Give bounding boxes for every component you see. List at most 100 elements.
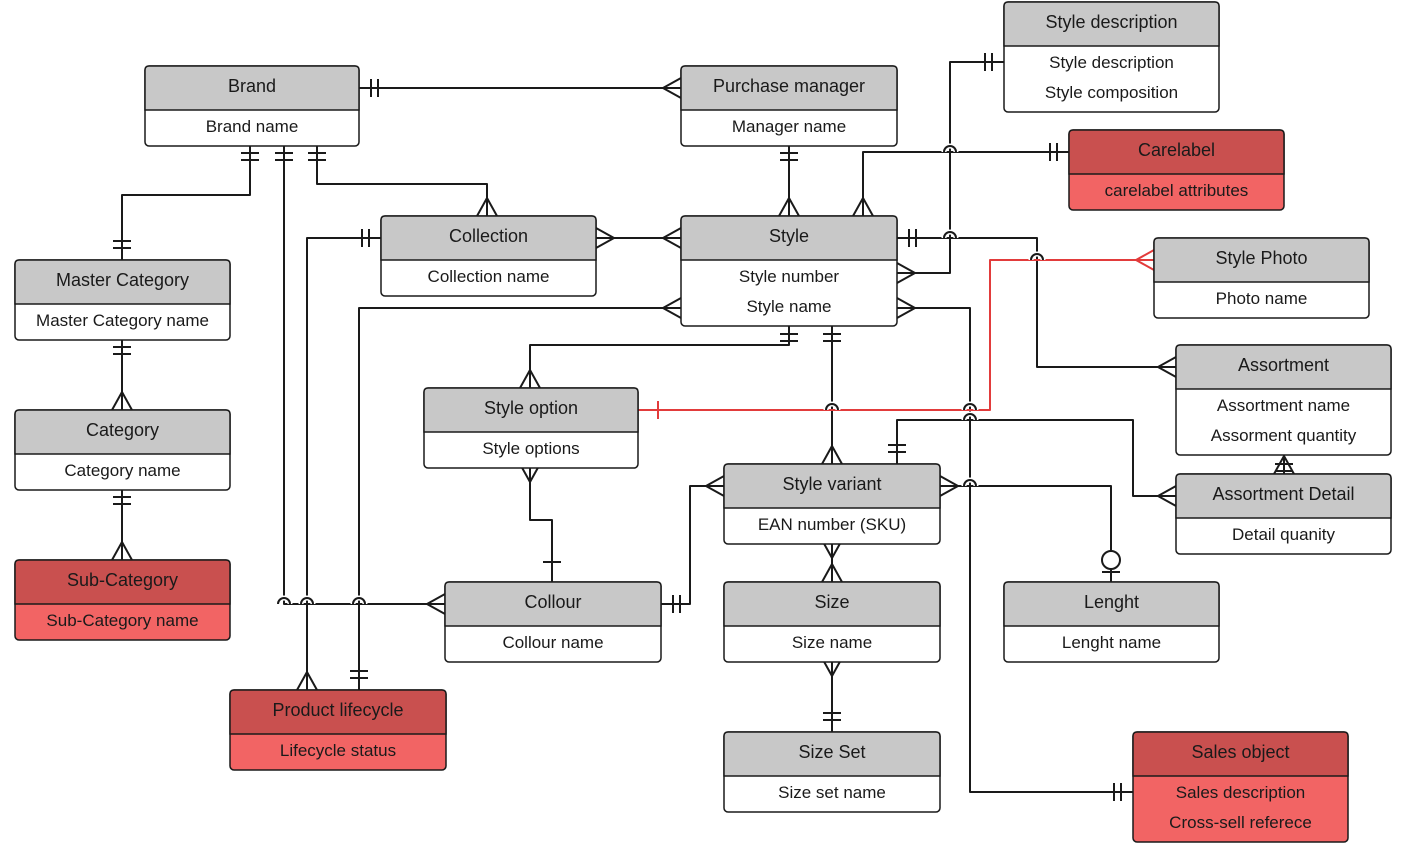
entity-title: Category (86, 420, 159, 440)
line-hop (300, 597, 314, 605)
entity-title: Style option (484, 398, 578, 418)
entity-title: Master Category (56, 270, 189, 290)
rel-style-option-style-photo (638, 259, 1154, 411)
entity-header (1068, 129, 1285, 175)
rel-brand-collection (316, 141, 488, 216)
many-marker (821, 445, 843, 465)
line-hop (963, 479, 977, 487)
entity-header (680, 65, 898, 111)
entity-header (14, 559, 231, 605)
line-hop (943, 231, 957, 239)
entity-title: Product lifecycle (272, 700, 403, 720)
many-marker (896, 297, 916, 319)
many-marker (476, 197, 498, 217)
rel-style-style-description (897, 61, 1004, 274)
rel-style-variant-assortment-detail (896, 419, 1176, 497)
entity-title: Size Set (798, 742, 865, 762)
zero-marker (1101, 550, 1121, 570)
entity-header (14, 409, 231, 455)
entity-header (680, 215, 898, 261)
many-marker (662, 297, 682, 319)
entity-title: Style description (1045, 12, 1177, 32)
entity-attribute: Lenght name (1062, 633, 1161, 652)
line-hop (943, 145, 957, 153)
entity-title: Style (769, 226, 809, 246)
rel-style-option-collour (529, 464, 553, 582)
entity-header (380, 215, 597, 261)
entity-header (144, 65, 360, 111)
entity-title: Assortment Detail (1212, 484, 1354, 504)
entity-attribute: Style description (1049, 53, 1174, 72)
entity-attribute: Detail quanity (1232, 525, 1336, 544)
entity-attribute: Cross-sell referece (1169, 813, 1312, 832)
entity-attribute: Manager name (732, 117, 846, 136)
entity-header (723, 463, 941, 509)
entity-header (1175, 344, 1392, 390)
entity-title: Sales object (1191, 742, 1289, 762)
entity-attribute: EAN number (SKU) (758, 515, 906, 534)
entity-header (1003, 1, 1220, 47)
entity-header (723, 581, 941, 627)
entity-header (229, 689, 447, 735)
entity-title: Style Photo (1215, 248, 1307, 268)
line-hop (963, 413, 977, 421)
many-marker (939, 475, 959, 497)
many-marker (595, 227, 615, 249)
many-marker (111, 391, 133, 411)
entity-attribute: Category name (64, 461, 180, 480)
rel-style-sales-object (897, 307, 1133, 793)
line-hop (352, 597, 366, 605)
many-marker (519, 369, 541, 389)
many-marker (821, 563, 843, 583)
entity-title: Style variant (782, 474, 881, 494)
many-marker (1157, 356, 1177, 378)
entity-title: Collection (449, 226, 528, 246)
entity-attribute: Size name (792, 633, 872, 652)
entity-header (1175, 473, 1392, 519)
rel-style-style-option (529, 322, 790, 388)
line-hop (825, 403, 839, 411)
entity-attribute: Photo name (1216, 289, 1308, 308)
many-marker (111, 541, 133, 561)
rel-collection-product-lifecycle (306, 237, 381, 690)
entity-attribute: Style name (746, 297, 831, 316)
entity-attribute: carelabel attributes (1105, 181, 1249, 200)
entity-header (1003, 581, 1220, 627)
rel-brand-master-category (121, 141, 251, 260)
rel-style-carelabel (862, 151, 1069, 216)
many-marker (1157, 485, 1177, 507)
line-hop (277, 597, 291, 605)
entity-title: Sub-Category (67, 570, 178, 590)
entity-header (444, 581, 662, 627)
many-marker (662, 227, 682, 249)
rel-style-variant-collour (661, 485, 724, 605)
rel-style-product-lifecycle (358, 307, 681, 690)
many-marker (852, 197, 874, 217)
many-marker (296, 671, 318, 691)
entity-header (723, 731, 941, 777)
entity-attribute: Master Category name (36, 311, 209, 330)
entity-header (1153, 237, 1370, 283)
entity-title: Purchase manager (713, 76, 865, 96)
entity-title: Lenght (1084, 592, 1139, 612)
entity-attribute: Sales description (1176, 783, 1305, 802)
line-hop (1030, 253, 1044, 261)
line-hop (963, 403, 977, 411)
entity-attribute: Style number (739, 267, 839, 286)
rel-brand-collour (283, 141, 445, 605)
